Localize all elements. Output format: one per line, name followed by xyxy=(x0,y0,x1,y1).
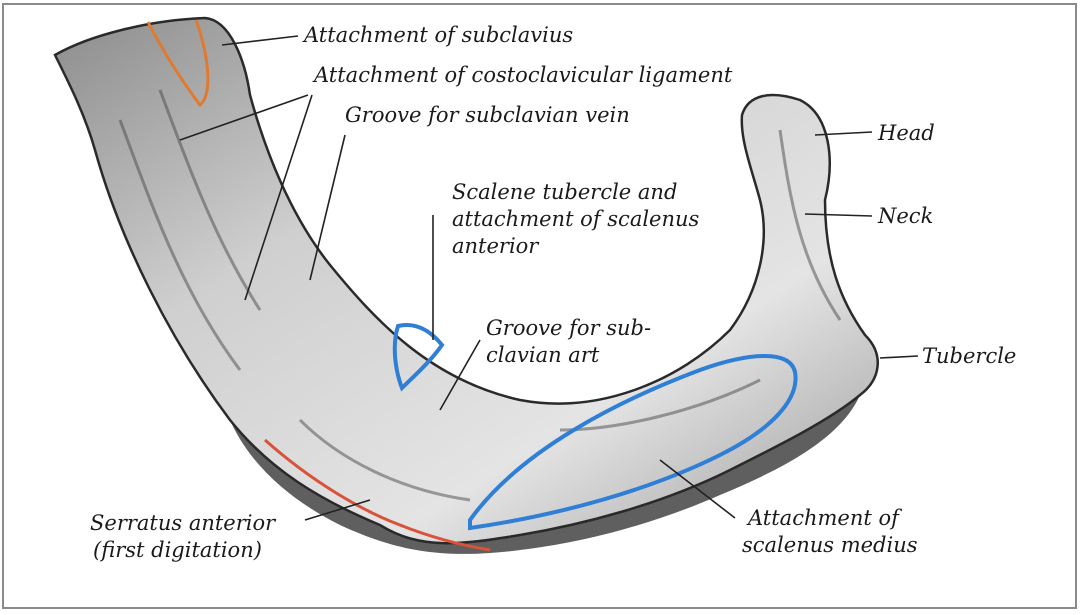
label-head: Head xyxy=(877,121,935,145)
label-groove-artery-1: Groove for sub- xyxy=(486,316,651,340)
label-scalene-tubercle-3: anterior xyxy=(452,234,540,258)
label-scalenus-medius-1: Attachment of xyxy=(746,506,902,530)
label-groove-vein: Groove for subclavian vein xyxy=(345,103,630,127)
label-scalenus-medius-2: scalenus medius xyxy=(742,533,918,557)
label-subclavius: Attachment of subclavius xyxy=(302,23,573,47)
label-costoclavicular: Attachment of costoclavicular ligament xyxy=(312,63,733,87)
label-neck: Neck xyxy=(877,204,933,228)
label-groove-artery-2: clavian art xyxy=(486,343,600,367)
leader-tubercle xyxy=(880,356,918,358)
label-scalene-tubercle-2: attachment of scalenus xyxy=(452,207,700,231)
label-scalene-tubercle-1: Scalene tubercle and xyxy=(452,180,677,204)
leader-groove-vein xyxy=(310,135,345,280)
label-tubercle: Tubercle xyxy=(922,344,1016,368)
label-serratus-2: (first digitation) xyxy=(93,538,262,562)
label-serratus-1: Serratus anterior xyxy=(90,511,277,535)
